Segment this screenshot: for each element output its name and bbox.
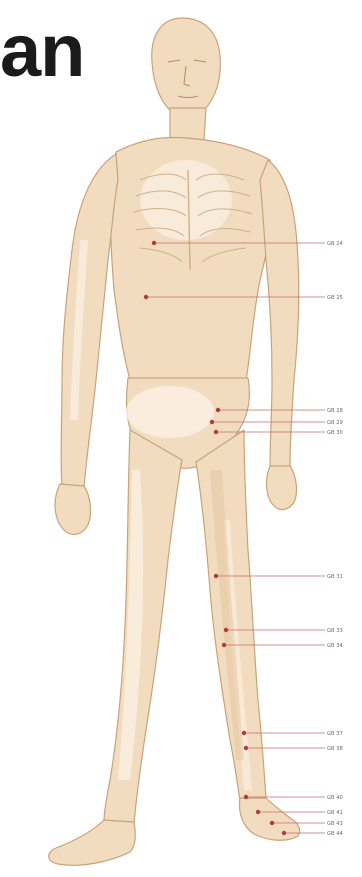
point-label: GB 31 [327,574,343,580]
neck [170,108,206,140]
point-label: GB 34 [327,643,344,649]
point-label: GB 29 [327,420,343,426]
point-label: GB 28 [327,408,343,414]
point-label: GB 41 [327,810,343,816]
hand-right [55,484,90,534]
point-label: GB 38 [327,746,343,752]
leg-right [104,430,182,824]
arm-right [61,154,118,488]
point-label: GB 33 [327,628,343,634]
point-label: GB 37 [327,731,343,737]
foot-right [49,820,135,865]
foot-left [240,798,300,840]
point-label: GB 30 [327,430,343,436]
hand-left [267,466,297,510]
point-label: GB 43 [327,821,343,827]
point-label: GB 40 [327,795,343,801]
point-label: GB 44 [327,831,344,837]
figure-silhouette [49,18,300,865]
point-label: GB 24 [327,241,344,247]
point-label: GB 25 [327,295,343,301]
